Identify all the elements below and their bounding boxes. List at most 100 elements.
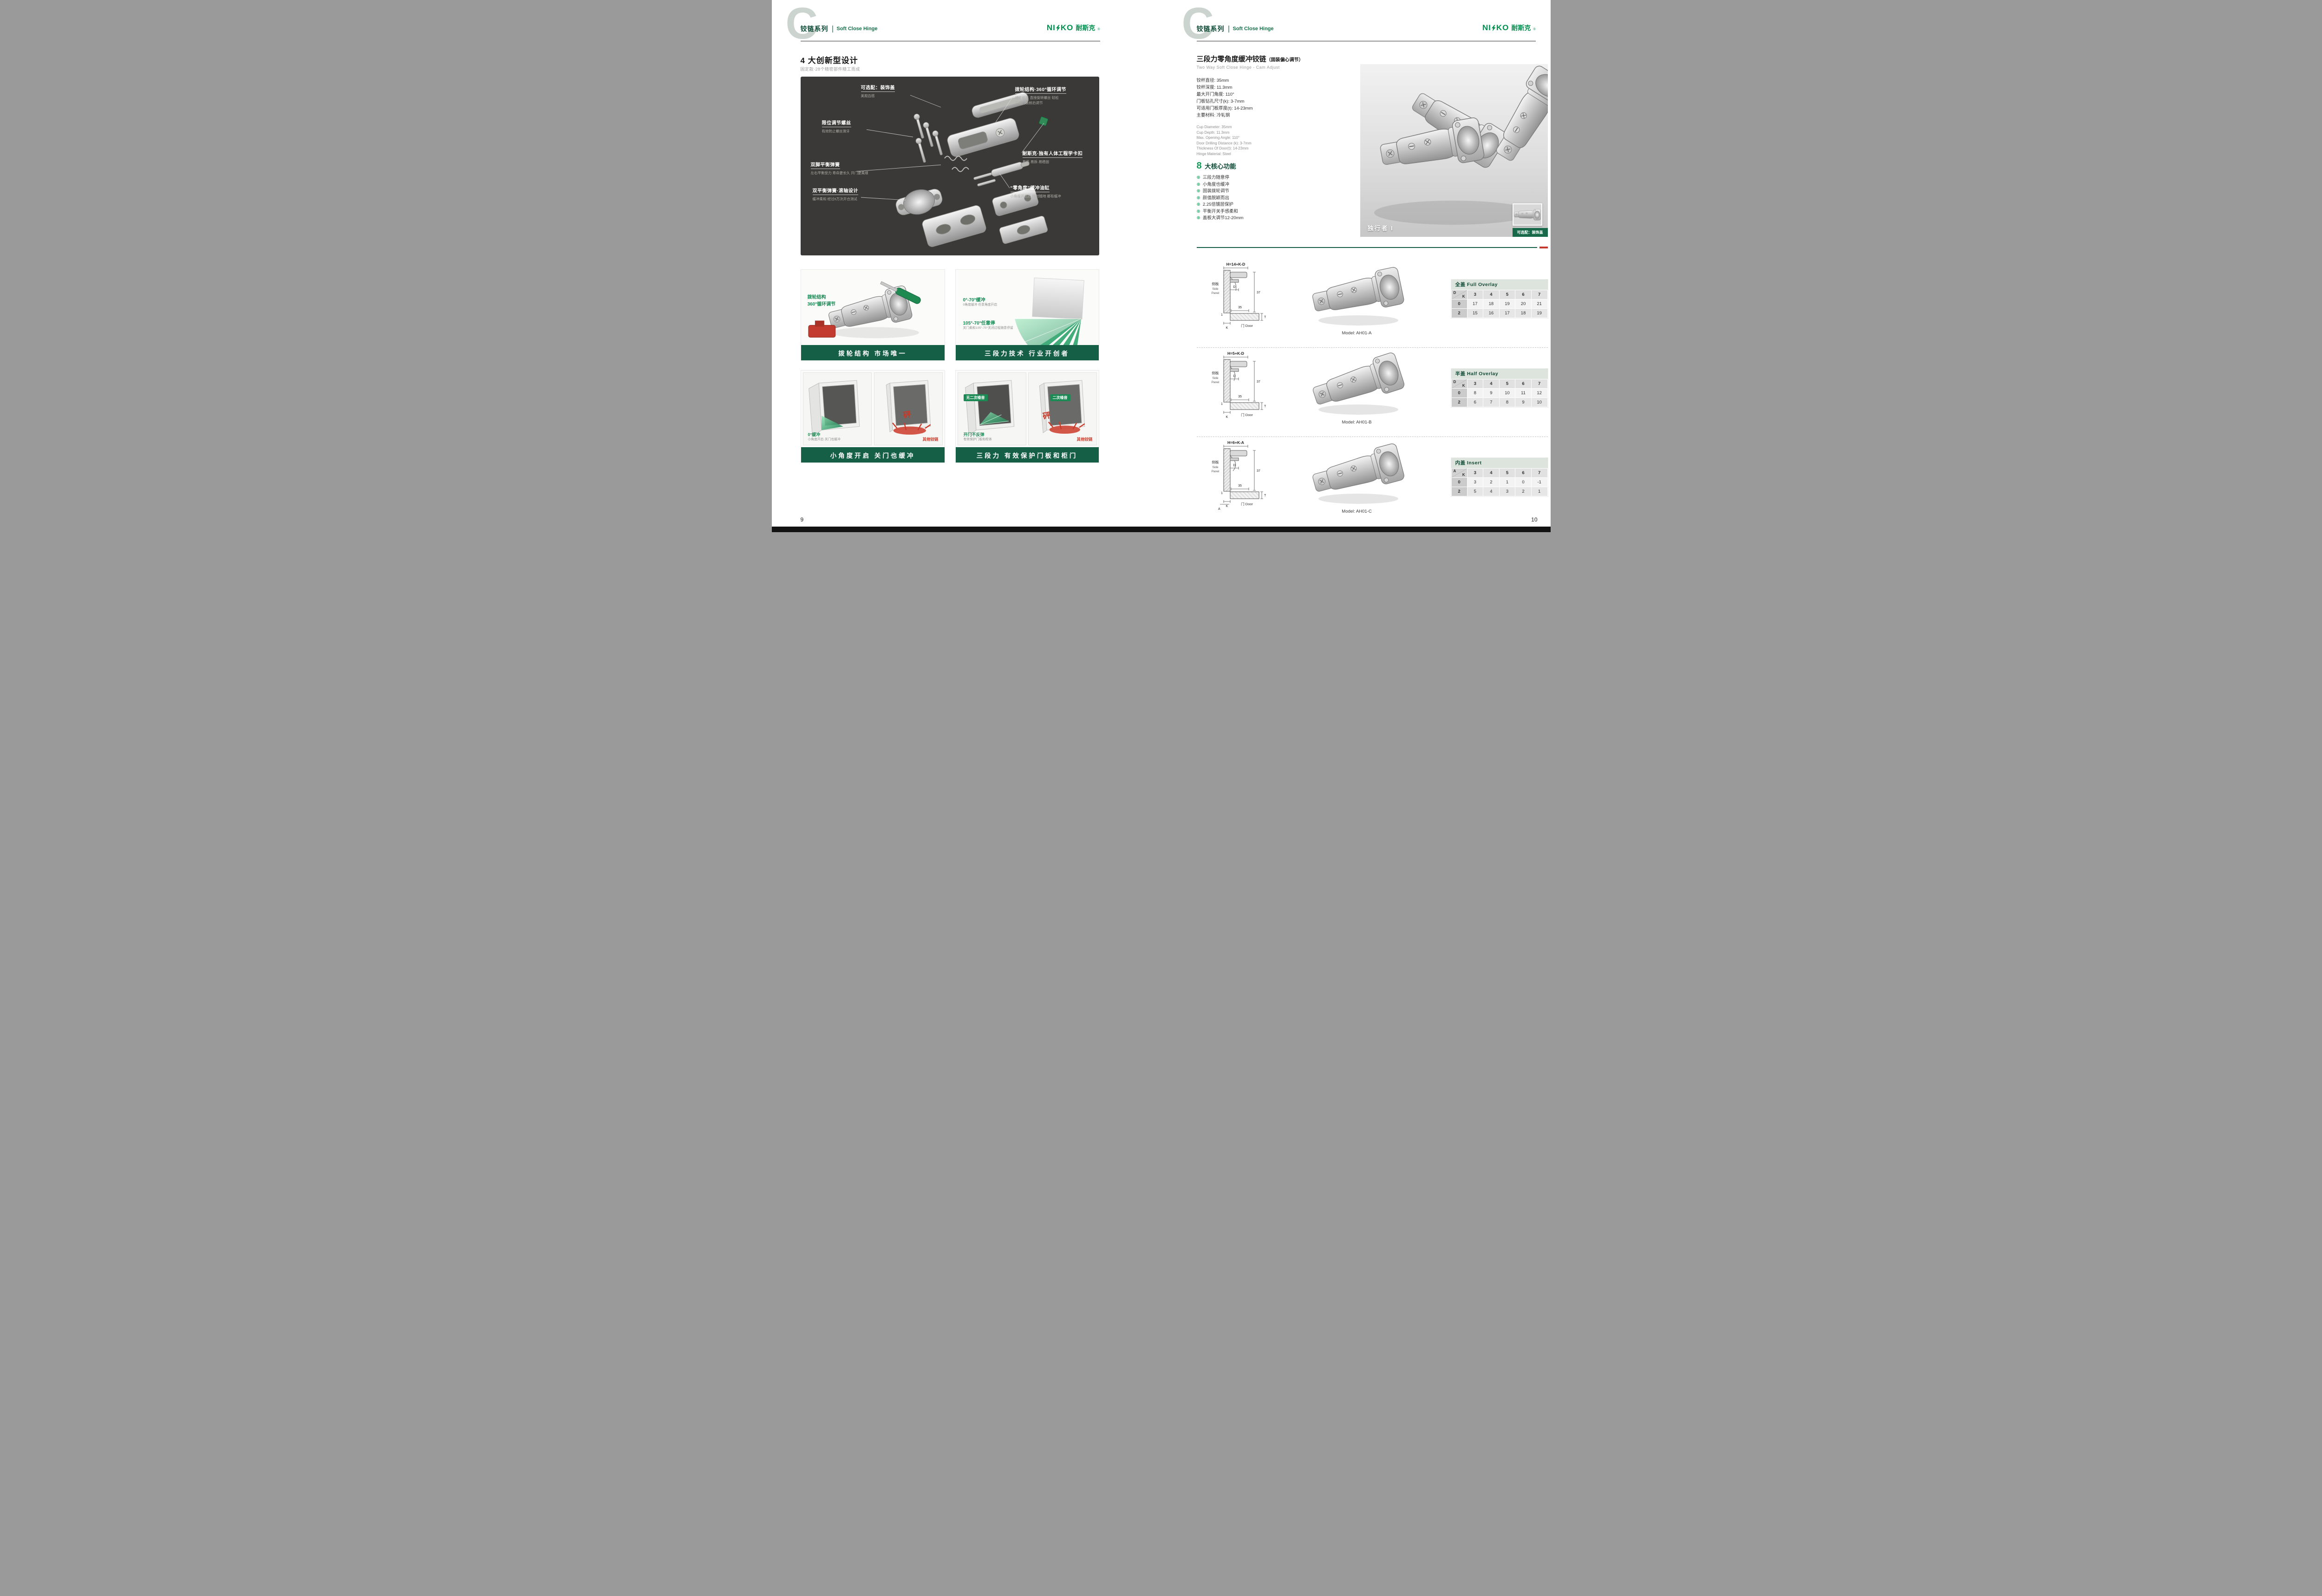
panel-caption: 三段力技术 行业开创者 — [955, 345, 1099, 360]
hinge-photo — [1309, 266, 1405, 326]
svg-text:侧板: 侧板 — [1212, 460, 1219, 464]
series-subtitle: Soft Close Hinge — [1233, 26, 1274, 32]
product-subtitle-en: Two Way Soft Close Hinge - Cam Adjust — [1196, 65, 1280, 70]
plus-circle-icon: ⊕ — [1196, 215, 1200, 221]
no-bounce-labels: 开门不反弹 有效保护门板和柜体 — [963, 432, 992, 442]
model-section-a: H=14+K-D 侧板 Side Panel D 37 门 Door 35 K — [1197, 260, 1548, 346]
technical-drawing: H=14+K-D 侧板 Side Panel D 37 门 Door 35 K — [1211, 262, 1266, 330]
buffer-range-label: 0°-70°缓冲 0角度缓冲 任意角度开启 — [963, 298, 998, 306]
svg-text:D: D — [1233, 464, 1235, 467]
left-page-subtitle: 固定款·28个精密部件精工而成 — [800, 67, 861, 72]
registered-mark: ® — [1533, 28, 1536, 31]
table-row: 0 17 18 19 20 21 — [1451, 299, 1548, 309]
table-row: 0 8 9 10 11 12 — [1451, 388, 1548, 398]
hinge-photo — [1309, 351, 1406, 416]
wheel-hinge-illustration — [808, 281, 921, 339]
svg-text:37: 37 — [1257, 469, 1260, 473]
lightning-icon — [1056, 25, 1060, 31]
page-header-left: 铰链系列 Soft Close Hinge — [801, 24, 878, 33]
feature-item: ⊕盖板大调节12-20mm — [1197, 215, 1244, 222]
spec-line: 最大开门角度: 110° — [1196, 92, 1234, 97]
product-name: 独行者 I — [1367, 225, 1394, 232]
stop-range-label: 105°-70°任意停 关门柔和105°-70°关闭过程随意停留 — [963, 321, 1013, 330]
spec-line: 门板钻孔尺寸(k): 3-7mm — [1196, 99, 1245, 104]
spec-line: Door Drilling Distance (k): 3-7mm — [1196, 141, 1252, 145]
section-letter-watermark: C — [785, 0, 818, 48]
model-section-b: H=5+K-D 侧板 Side Panel D 37 门 Door 35 K — [1197, 349, 1548, 436]
table-title: 半盖 Half Overlay — [1451, 369, 1548, 379]
technical-drawing: H=5+K-D 侧板 Side Panel D 37 门 Door 35 K — [1211, 351, 1266, 419]
callout-limit-screw: 限位调节螺丝 有效防止螺丝滑牙 — [822, 118, 851, 134]
cabinet-other-hinge: 砰 其他铰链 — [874, 372, 943, 445]
svg-text:侧板: 侧板 — [1212, 371, 1219, 375]
specs-english: Cup Diameter: 35mm Cup Depth: 11.3mm Max… — [1197, 124, 1252, 156]
cabinet-second-noise: 二次噪音 砰 其他铰链 — [1028, 372, 1097, 445]
spec-line: Max. Opening Angle: 110° — [1196, 136, 1239, 140]
model-label: Model: AH01-B — [1342, 420, 1372, 425]
registered-mark: ® — [1097, 28, 1100, 31]
svg-text:T: T — [1264, 316, 1266, 319]
svg-text:Panel: Panel — [1211, 292, 1219, 295]
spec-line: 主要材料: 冷轧钢 — [1196, 113, 1230, 118]
product-photo: 独行者 I 可选配：装饰盖 — [1360, 64, 1548, 237]
svg-text:Side: Side — [1212, 377, 1218, 380]
plus-circle-icon: ⊕ — [1196, 202, 1200, 207]
svg-text:35: 35 — [1238, 484, 1242, 488]
product-title: 三段力零角度缓冲铰链（固装偏心调节） — [1196, 55, 1304, 63]
svg-text:H=14+K-D: H=14+K-D — [1226, 262, 1245, 267]
section-letter-watermark: C — [1181, 0, 1214, 48]
core-features-list: ⊕三段力随意停 ⊕小角度也缓冲 ⊕固装拨轮调节 ⊕颜值脱颖而出 ⊕2.25倍镀层… — [1197, 175, 1244, 222]
bottom-edge-bar — [771, 527, 1551, 532]
svg-text:T: T — [1264, 405, 1266, 408]
spec-line: 铰杯深度: 11.3mm — [1196, 85, 1233, 90]
svg-text:35: 35 — [1238, 395, 1242, 398]
svg-text:H=6+K-A: H=6+K-A — [1227, 440, 1244, 445]
plus-circle-icon: ⊕ — [1196, 175, 1200, 180]
svg-text:1: 1 — [1221, 313, 1223, 317]
cabinet-no-noise: 无二次噪音 开门不反弹 有效保护门板和柜体 — [957, 372, 1026, 445]
plus-circle-icon: ⊕ — [1196, 208, 1200, 214]
other-hinge-label: 其他铰链 — [1076, 437, 1093, 442]
feature-item: ⊕颜值脱颖而出 — [1197, 195, 1244, 202]
cabinet-slam-red — [886, 380, 931, 435]
callout-damper-cylinder: “零角度”缓冲油缸 小角度开启后 随时随地 都有缓冲 — [1010, 183, 1092, 199]
svg-text:Side: Side — [1212, 466, 1218, 469]
svg-text:T: T — [1264, 494, 1266, 497]
table-title: 内盖 Insert — [1451, 458, 1548, 468]
page-number-left: 9 — [800, 516, 804, 523]
model-label: Model: AH01-C — [1342, 509, 1372, 514]
page-header-right: 铰链系列 Soft Close Hinge — [1197, 24, 1274, 33]
series-title: 铰链系列 — [1196, 25, 1225, 33]
cabinet-open-green — [808, 380, 860, 437]
header-divider — [832, 25, 833, 33]
spec-line: 可适用门板厚度(t): 14-23mm — [1196, 106, 1253, 111]
svg-text:Panel: Panel — [1211, 381, 1219, 384]
svg-text:K: K — [1226, 416, 1228, 419]
technical-drawing: H=6+K-A 侧板 Side Panel D 37 门 Door 35 K — [1211, 440, 1266, 511]
hinge-photo — [1309, 442, 1405, 504]
table-row: 2 5 4 3 2 1 — [1451, 487, 1548, 496]
svg-text:1: 1 — [1221, 403, 1223, 406]
spec-line: Thickness Of Door(t): 14-23mm — [1196, 146, 1249, 150]
soft-close-labels: 0°缓冲 小角度开启·关门也缓冲 — [808, 432, 841, 442]
logo-chinese: 耐斯克 — [1076, 24, 1096, 32]
section-divider-green — [1196, 247, 1537, 248]
svg-text:D: D — [1233, 375, 1235, 378]
panel-three-stage: 0°-70°缓冲 0角度缓冲 任意角度开启 105°-70°任意停 关门柔和10… — [955, 269, 1099, 361]
table-row: 2 6 7 8 9 10 — [1451, 397, 1548, 407]
panel-caption: 拨轮结构 市场唯一 — [801, 345, 945, 360]
optional-cover-tag: 可选配：装饰盖 — [1512, 228, 1548, 237]
wheel-structure-tags: 拨轮结构 360°循环调节 — [807, 295, 836, 307]
exploded-view-panel: 可选配：装饰盖 美观百搭 拨轮结构·360°循环调节 可不松开 直接旋转螺丝 轻… — [800, 77, 1099, 255]
callout-twin-spring: 双脚平衡弹簧 左右平衡受力 寿命更长久 开门更柔顺 — [810, 160, 890, 176]
hinges-photo-illustration — [1374, 64, 1548, 225]
